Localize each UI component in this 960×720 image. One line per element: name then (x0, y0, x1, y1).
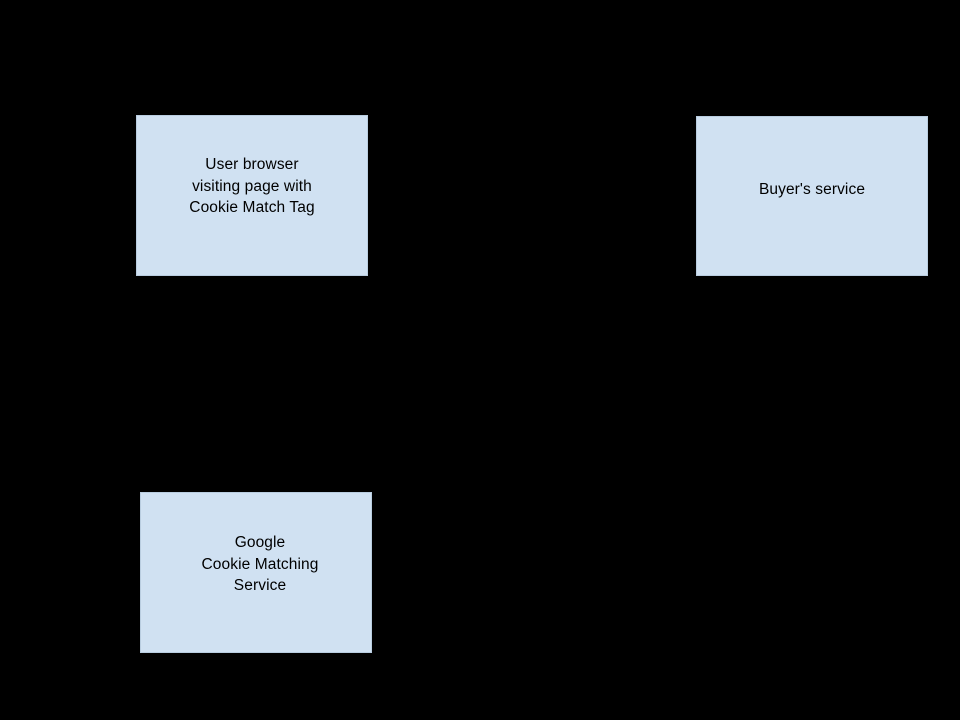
node-user-browser[interactable]: User browser visiting page with Cookie M… (136, 115, 368, 276)
node-google-cookie-matching-label: Google Cookie Matching Service (201, 534, 319, 594)
edge-google-to-buyer (372, 572, 812, 573)
edge-buyer-to-google (812, 276, 813, 572)
node-buyers-service-label: Buyer's service (758, 181, 866, 198)
node-buyers-service[interactable]: Buyer's service (696, 116, 928, 276)
node-google-cookie-matching[interactable]: Google Cookie Matching Service (140, 492, 372, 653)
node-user-browser-label: User browser visiting page with Cookie M… (189, 156, 315, 216)
edge-browser-to-google (252, 276, 253, 492)
